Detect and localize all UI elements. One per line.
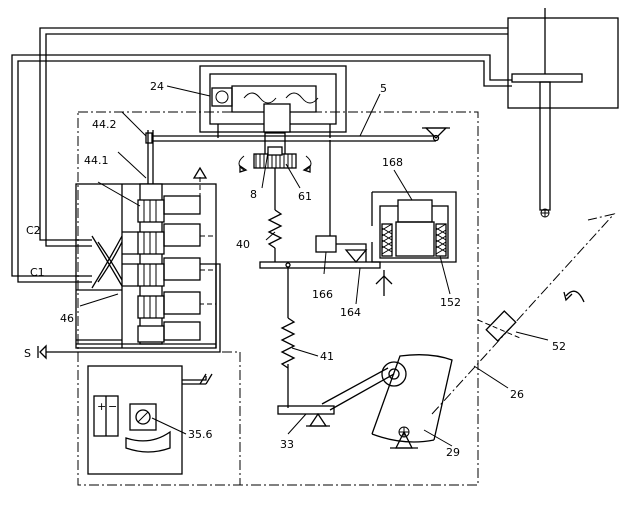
label-8: 8: [250, 188, 257, 201]
label-c2: C2: [26, 224, 41, 237]
valve-chambers: [91, 195, 201, 341]
lever-164: [259, 140, 393, 296]
pressure-line-c1: [11, 54, 512, 283]
label-5: 5: [380, 82, 387, 95]
label-35-6: 35.6: [188, 428, 213, 441]
label-24: 24: [150, 80, 164, 93]
leader-lines: [79, 85, 549, 447]
label-164: 164: [340, 306, 361, 319]
label-46: 46: [60, 312, 74, 325]
pressure-line-c2: [39, 27, 508, 247]
label-40: 40: [236, 238, 250, 251]
label-44-2: 44.2: [92, 118, 117, 131]
supply-line-s: [37, 263, 221, 360]
cam-29: [371, 354, 453, 449]
label-29: 29: [446, 446, 460, 459]
label-c1: C1: [30, 266, 45, 279]
label-26: 26: [510, 388, 524, 401]
hydraulic-cylinder: [507, 8, 619, 218]
label-52: 52: [552, 340, 566, 353]
rotary-servo-24: [199, 65, 347, 138]
gauge-plus-symbol: +: [97, 400, 106, 413]
label-168: 168: [382, 156, 403, 169]
main-housing-boundary: [77, 111, 479, 486]
label-33: 33: [280, 438, 294, 451]
label-166: 166: [312, 288, 333, 301]
pilot-rod-5: [145, 127, 450, 144]
controller-box: [87, 365, 213, 475]
label-41: 41: [320, 350, 334, 363]
spool-44-1: [137, 130, 165, 345]
gear-61: [238, 132, 312, 173]
label-152: 152: [440, 296, 461, 309]
label-61: 61: [298, 190, 312, 203]
label-44-1: 44.1: [84, 154, 109, 167]
solenoid-actuator: [371, 191, 457, 263]
return-lines: [76, 166, 217, 348]
label-s: S: [24, 347, 31, 360]
spring-40: [267, 168, 283, 262]
gauge-minus-symbol: −: [108, 400, 117, 413]
drive-shaft-26: [431, 213, 616, 415]
spring-41: [280, 268, 296, 408]
